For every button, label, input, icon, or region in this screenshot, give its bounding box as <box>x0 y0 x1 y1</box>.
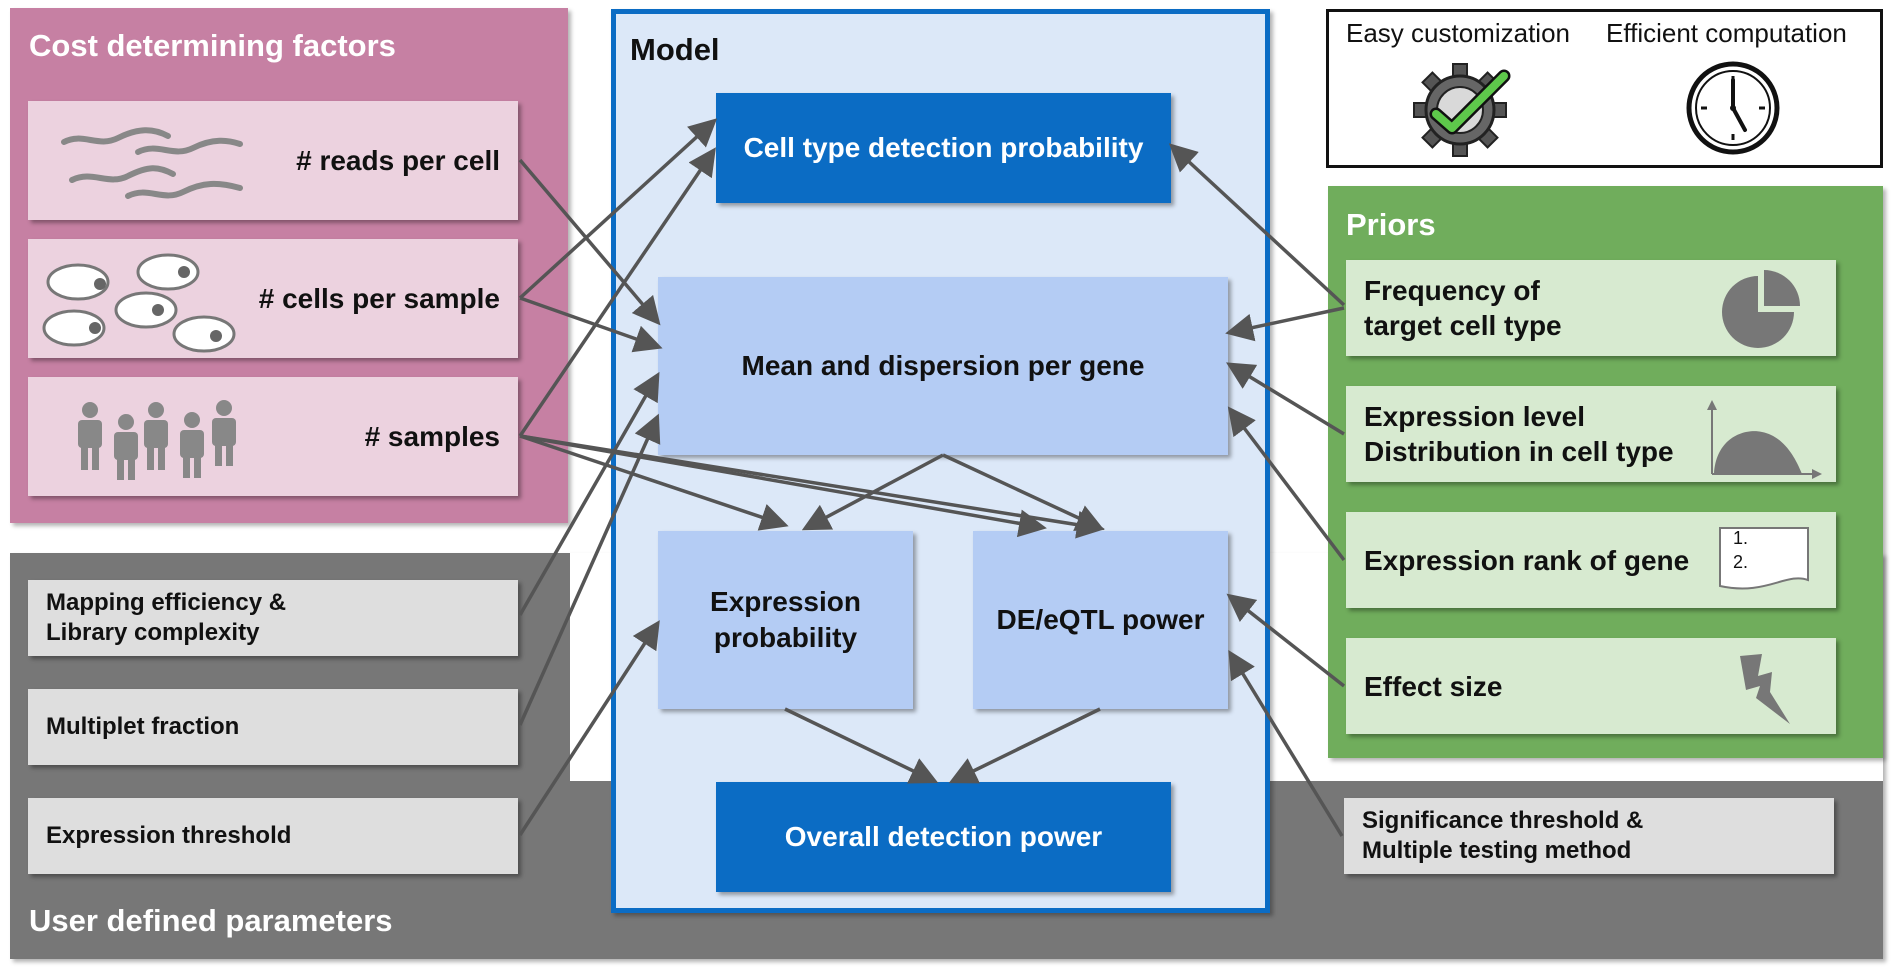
people-icon <box>76 398 244 485</box>
clock-icon <box>1685 60 1781 161</box>
expression-probability-box: Expression probability <box>658 531 913 709</box>
cell-type-detection-box: Cell type detection probability <box>716 93 1171 203</box>
expression-threshold-label: Expression threshold <box>46 822 292 849</box>
cells-icon <box>40 250 240 359</box>
multiplet-fraction-label: Multiplet fraction <box>46 713 240 740</box>
reads-per-cell-label: # reads per cell <box>296 144 500 176</box>
mapping-efficiency-label: Mapping efficiency & <box>46 589 287 616</box>
ranked-list-icon <box>1716 524 1812 601</box>
samples-label: # samples <box>364 420 500 452</box>
significance-threshold-label: Significance threshold & <box>1362 807 1644 834</box>
lightning-icon <box>1734 652 1794 733</box>
expression-rank-label: Expression rank of gene <box>1364 544 1690 576</box>
de-eqtl-power-box: DE/eQTL power <box>973 531 1228 709</box>
mapping-efficiency-box: Mapping efficiency & Library complexity <box>28 580 518 656</box>
expression-probability-label-1: Expression <box>710 586 861 617</box>
expression-probability-label-2: probability <box>713 622 858 653</box>
frequency-label-2: target cell type <box>1364 310 1562 341</box>
samples-box: # samples <box>28 377 518 496</box>
customization-label: Easy customization <box>1346 18 1570 48</box>
multiple-testing-label: Multiple testing method <box>1362 837 1632 864</box>
frequency-label-1: Frequency of <box>1364 275 1540 306</box>
de-eqtl-power-label: DE/eQTL power <box>996 604 1205 635</box>
user-panel-title: User defined parameters <box>29 903 393 938</box>
cells-per-sample-label: # cells per sample <box>258 282 500 314</box>
features-box <box>1326 9 1883 168</box>
overall-detection-power-box: Overall detection power <box>716 782 1171 892</box>
model-panel-title: Model <box>630 32 720 67</box>
cost-panel-title: Cost determining factors <box>29 28 396 63</box>
mean-dispersion-box: Mean and dispersion per gene <box>658 277 1228 455</box>
reads-per-cell-box: # reads per cell <box>28 101 518 220</box>
expression-level-label-2: Distribution in cell type <box>1364 436 1674 467</box>
multiplet-fraction-box: Multiplet fraction <box>28 689 518 765</box>
rank-item-1: 1. <box>1733 528 1749 548</box>
library-complexity-label: Library complexity <box>46 619 260 646</box>
mean-dispersion-label: Mean and dispersion per gene <box>741 350 1145 381</box>
expression-threshold-box: Expression threshold <box>28 798 518 874</box>
reads-squiggle-icon <box>58 114 248 211</box>
cell-type-detection-label: Cell type detection probability <box>743 132 1144 163</box>
distribution-curve-icon <box>1704 398 1824 485</box>
computation-label: Efficient computation <box>1606 18 1847 48</box>
pie-chart-icon <box>1720 268 1804 357</box>
cells-per-sample-box: # cells per sample <box>28 239 518 358</box>
rank-item-2: 2. <box>1733 552 1749 572</box>
significance-threshold-box: Significance threshold & Multiple testin… <box>1344 798 1834 874</box>
expression-level-label-1: Expression level <box>1364 401 1586 432</box>
gear-check-icon <box>1412 62 1516 163</box>
effect-size-label: Effect size <box>1364 670 1503 702</box>
priors-panel-title: Priors <box>1346 207 1436 242</box>
overall-detection-power-label: Overall detection power <box>784 821 1103 852</box>
